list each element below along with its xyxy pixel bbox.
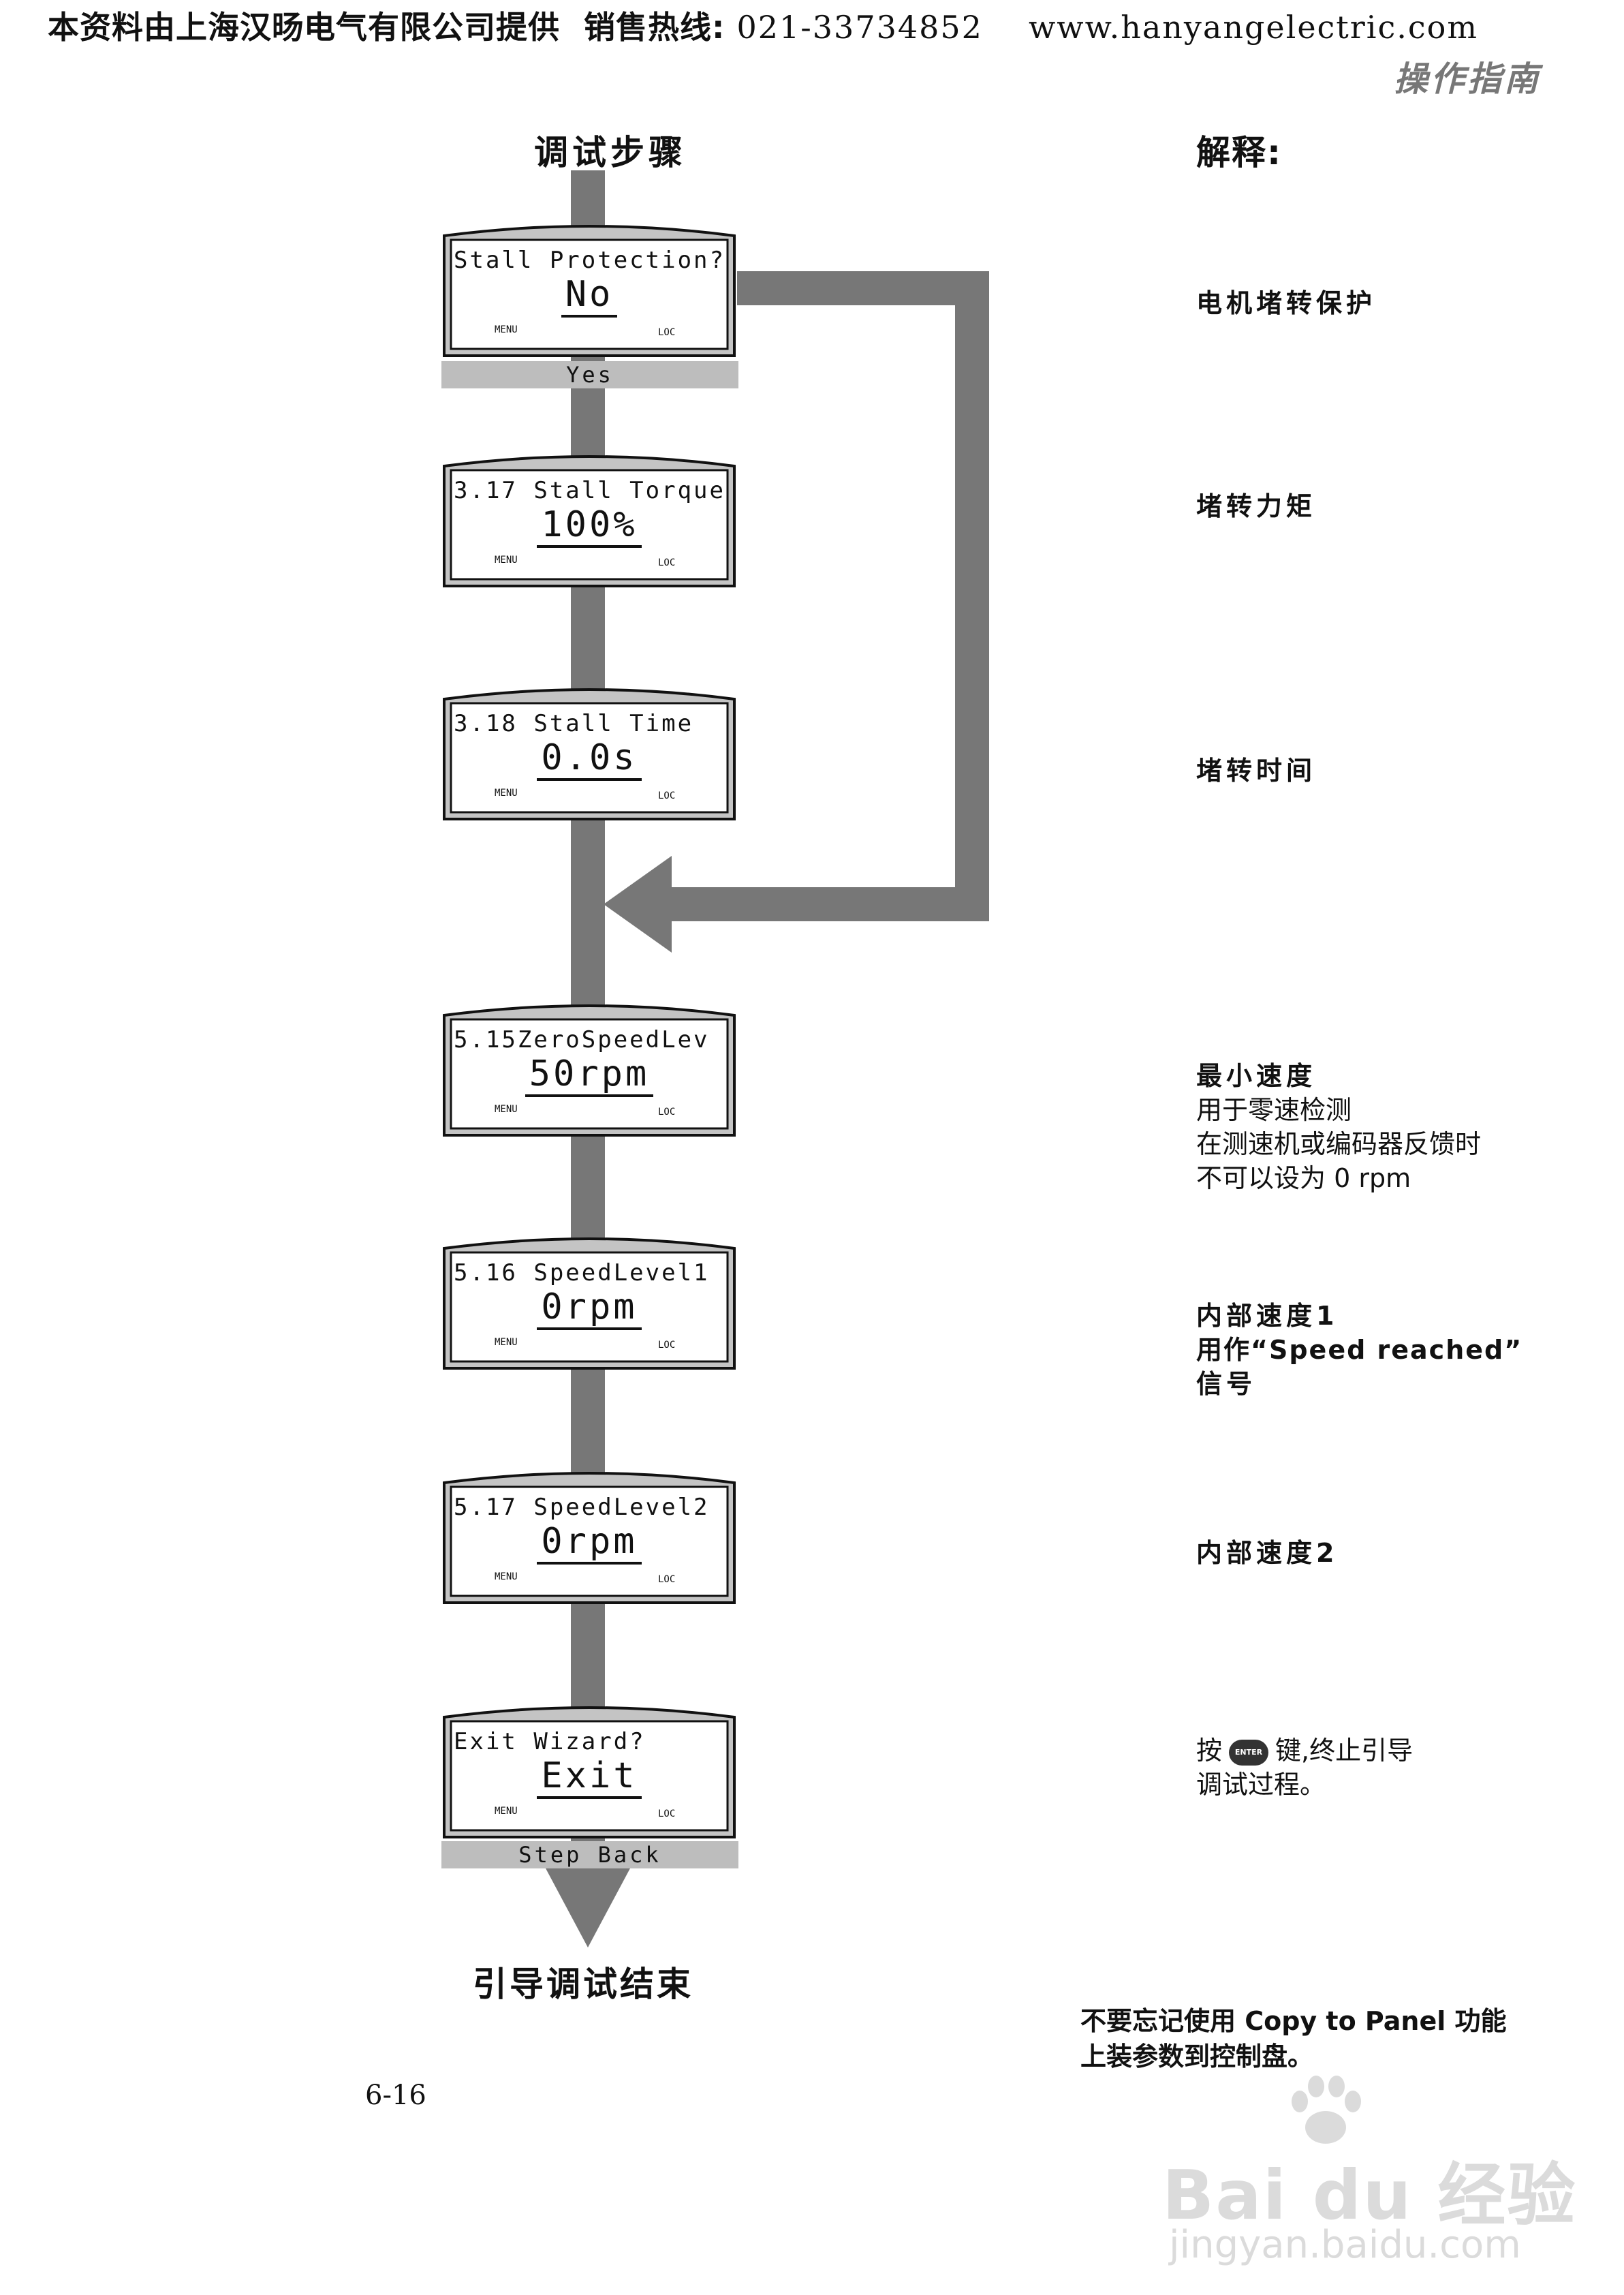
menu-label: MENU: [495, 788, 518, 799]
note-stall-time: 堵转时间: [1196, 756, 1317, 786]
loc-label: LOC: [658, 327, 676, 338]
copy-to-panel-note: 不要忘记使用 Copy to Panel 功能 上装参数到控制盘。: [1080, 2003, 1506, 2074]
wizard-end-label: 引导调试结束: [473, 1965, 693, 2004]
lcd-value: Exit: [537, 1755, 642, 1799]
lcd-speed-level-1: 5.16 SpeedLevel1 0rpm MENU LOC: [441, 1235, 737, 1371]
enter-key-icon: ENTER: [1229, 1739, 1269, 1766]
menu-label: MENU: [495, 1337, 518, 1348]
explain-column-title: 解释:: [1196, 133, 1282, 172]
watermark-brand: Bai du 经验: [1162, 2155, 1577, 2235]
menu-label: MENU: [495, 1104, 518, 1115]
note-zero-speed-line1: 用于零速检测: [1196, 1095, 1352, 1125]
lcd-frame: [443, 688, 736, 820]
note-speed-level-2: 内部速度2: [1196, 1538, 1339, 1568]
lcd-speed-level-2: 5.17 SpeedLevel2 0rpm MENU LOC: [441, 1469, 737, 1605]
note-speed1-line1: 用作“Speed reached”: [1196, 1335, 1523, 1365]
note-zero-speed-line3: 不可以设为 0 rpm: [1196, 1163, 1411, 1193]
steps-column-title: 调试步骤: [534, 133, 687, 172]
note-speed1-line2: 信号: [1196, 1369, 1257, 1399]
menu-label: MENU: [495, 324, 518, 335]
lcd-line1: 5.15ZeroSpeedLev: [454, 1026, 710, 1053]
menu-label: MENU: [495, 1806, 518, 1817]
note-stall-protection: 电机堵转保护: [1196, 288, 1377, 318]
note-exit-post: 键,终止引导: [1275, 1736, 1414, 1766]
lcd-zero-speed-level: 5.15ZeroSpeedLev 50rpm MENU LOC: [441, 1002, 737, 1138]
lcd-line1: 3.17 Stall Torque: [454, 477, 725, 504]
softkey-step-back[interactable]: Step Back: [441, 1841, 738, 1868]
lcd-frame: [443, 225, 736, 357]
lcd-frame: [443, 1004, 736, 1137]
loc-label: LOC: [658, 1574, 676, 1585]
lcd-line1: 5.17 SpeedLevel2: [454, 1494, 710, 1521]
note-speed-level-1: 内部速度1 用作“Speed reached” 信号: [1196, 1299, 1522, 1401]
lcd-value: No: [561, 274, 618, 318]
lcd-value: 0rpm: [537, 1287, 642, 1330]
bypass-arrowhead: [604, 856, 672, 953]
bypass-bottom: [665, 887, 989, 921]
lcd-frame: [443, 455, 736, 587]
lcd-line1: Exit Wizard?: [454, 1728, 646, 1755]
note-zero-speed-title: 最小速度: [1196, 1061, 1317, 1091]
lcd-stall-time: 3.18 Stall Time 0.0s MENU LOC: [441, 686, 737, 822]
provider-text: 本资料由上海汉旸电气有限公司提供: [48, 9, 560, 46]
baidu-watermark: Bai du 经验 jingyan.baidu.com: [1162, 2074, 1575, 2267]
bypass-right: [955, 271, 989, 921]
loc-label: LOC: [658, 557, 676, 568]
bypass-top: [737, 271, 989, 305]
lcd-stall-protection: Stall Protection? No MENU LOC: [441, 222, 737, 358]
lcd-frame: [443, 1706, 736, 1838]
loc-label: LOC: [658, 1107, 676, 1118]
page-number: 6-16: [365, 2080, 426, 2111]
lcd-frame: [443, 1237, 736, 1370]
lcd-value: 50rpm: [525, 1053, 654, 1097]
softkey-yes[interactable]: Yes: [441, 361, 738, 388]
hotline-label: 销售热线:: [584, 9, 725, 46]
lcd-line1: Stall Protection?: [454, 247, 725, 274]
lcd-value: 100%: [537, 504, 642, 548]
note-stall-torque: 堵转力矩: [1196, 491, 1317, 521]
lcd-stall-torque: 3.17 Stall Torque 100% MENU LOC: [441, 452, 737, 589]
note-exit-pre: 按: [1196, 1736, 1223, 1766]
lcd-value: 0.0s: [537, 737, 642, 781]
end-arrowhead: [545, 1867, 631, 1947]
note-exit-line2: 调试过程。: [1196, 1770, 1326, 1800]
lcd-frame: [443, 1472, 736, 1604]
loc-label: LOC: [658, 1340, 676, 1351]
lcd-line1: 3.18 Stall Time: [454, 710, 694, 737]
section-title: 操作指南: [1394, 59, 1541, 99]
note-speed1-title: 内部速度1: [1196, 1301, 1339, 1331]
header-bar: 本资料由上海汉旸电气有限公司提供 销售热线: 021-33734852 www.…: [48, 3, 1478, 48]
website-link[interactable]: www.hanyangelectric.com: [1028, 9, 1478, 46]
loc-label: LOC: [658, 790, 676, 801]
loc-label: LOC: [658, 1808, 676, 1819]
paw-icon: [1292, 2076, 1361, 2144]
note-zero-speed: 最小速度 用于零速检测 在测速机或编码器反馈时 不可以设为 0 rpm: [1196, 1059, 1481, 1195]
footer-note-line2: 上装参数到控制盘。: [1080, 2042, 1314, 2071]
menu-label: MENU: [495, 1571, 518, 1582]
menu-label: MENU: [495, 555, 518, 566]
footer-note-line1: 不要忘记使用 Copy to Panel 功能: [1080, 2006, 1507, 2036]
lcd-value: 0rpm: [537, 1521, 642, 1565]
phone-number: 021-33734852: [736, 9, 983, 46]
lcd-exit-wizard: Exit Wizard? Exit MENU LOC: [441, 1704, 737, 1840]
note-zero-speed-line2: 在测速机或编码器反馈时: [1196, 1129, 1482, 1159]
lcd-line1: 5.16 SpeedLevel1: [454, 1259, 710, 1287]
watermark-url: jingyan.baidu.com: [1169, 2223, 1521, 2267]
